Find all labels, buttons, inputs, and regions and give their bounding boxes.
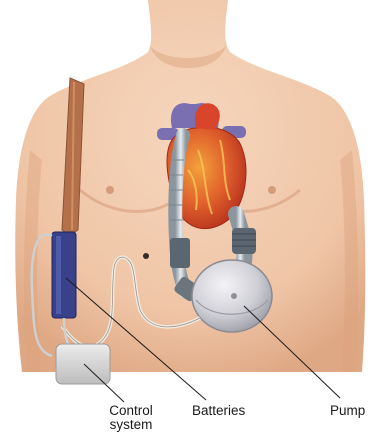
- battery-highlight: [56, 236, 61, 314]
- pump-center-dot: [231, 293, 237, 299]
- control-label-line2: system: [103, 418, 159, 432]
- pump-label: Pump: [330, 404, 365, 418]
- control-label-line1: Control: [103, 404, 159, 418]
- battery-pack: [52, 232, 76, 318]
- batteries-label: Batteries: [192, 404, 245, 418]
- left-nipple: [106, 186, 114, 194]
- outflow-connector: [170, 238, 190, 268]
- exit-site: [143, 253, 149, 259]
- control-system-box: [56, 344, 110, 384]
- control-system-label: Control system: [103, 404, 159, 432]
- inflow-connector: [232, 228, 256, 254]
- right-nipple: [268, 186, 276, 194]
